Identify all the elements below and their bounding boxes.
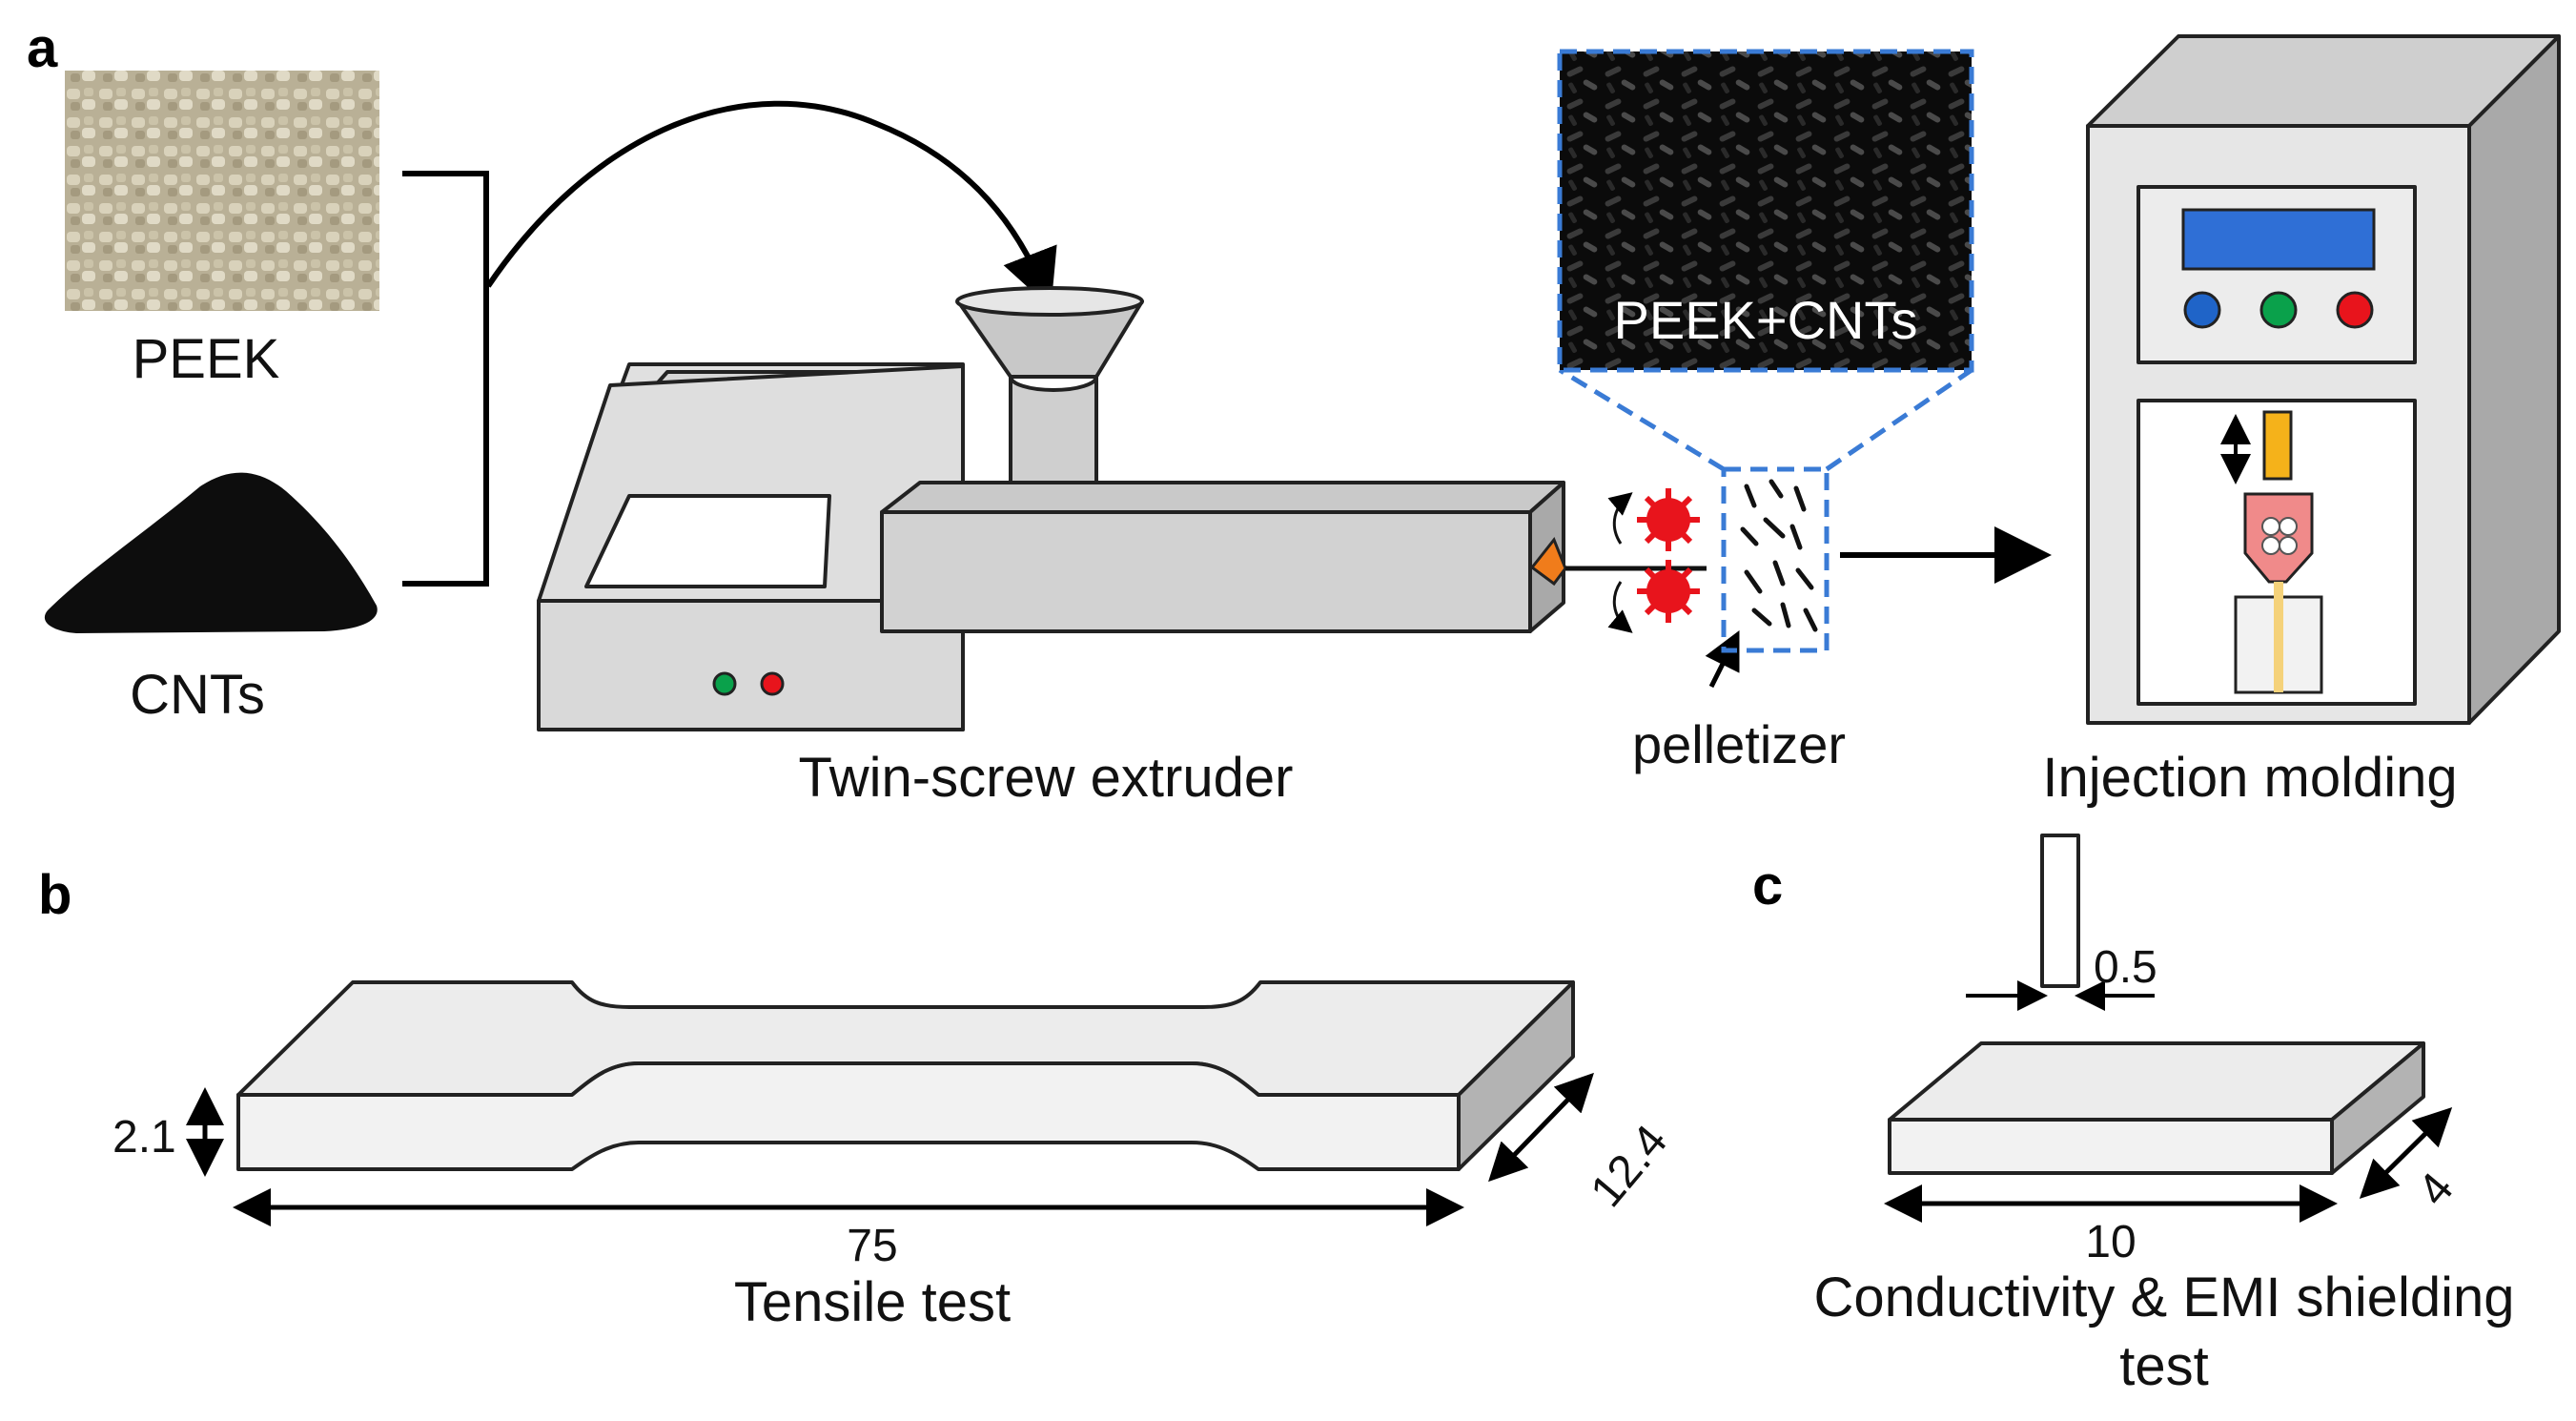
thin-specimen-edge [2040,834,2080,988]
molding-display [2181,208,2376,271]
tensile-thickness-value: 2.1 [112,1112,176,1163]
conductivity-length-value: 10 [2085,1217,2136,1267]
extruder-hopper [955,286,1144,514]
injection-label: Injection molding [2042,747,2457,809]
pelletizer-label: pelletizer [1632,714,1846,774]
tensile-width-value: 12.4 [1582,1116,1678,1217]
composite-label: PEEK+CNTs [1614,290,1918,350]
mold-barrel [2243,492,2314,584]
panel-label-c: c [1752,855,1783,916]
conductivity-width-value: 4 [2408,1164,2464,1216]
panel-label-a: a [27,17,58,79]
molding-blue-button [2183,291,2221,329]
peek-pellets-photo [65,71,379,311]
tensile-length-value: 75 [847,1221,897,1271]
injection-machine [2086,34,2561,725]
cnts-label: CNTs [130,664,265,726]
conductivity-width-arrow [2359,1106,2453,1200]
feed-arrow [485,100,1057,309]
tensile-width-arrow [1488,1072,1594,1183]
molding-red-button [2336,291,2374,329]
material-bracket [402,171,489,587]
conductivity-thickness-value: 0.5 [2094,942,2157,993]
pelletizer-pointer [1705,630,1740,689]
extruder-barrel [880,481,1567,633]
tensile-caption: Tensile test [734,1271,1011,1333]
mold-plunger [2262,410,2293,481]
pelletizer-cutters [1607,488,1700,633]
extruder-red-button [760,671,785,696]
zoom-line-right [1825,367,1973,472]
pellet-fragments [1740,479,1818,632]
molding-green-button [2259,291,2298,329]
extruder-screen [584,494,831,588]
conductivity-specimen [1888,1041,2425,1175]
cnt-powder-pile [44,472,378,633]
conductivity-caption-line1: Conductivity & EMI shielding [1814,1267,2515,1328]
panel-label-b: b [38,864,72,926]
pellets-dashed-box [1721,466,1830,653]
extruder-green-button [712,671,737,696]
peek-label: PEEK [133,328,280,390]
zoom-line-left [1558,367,1726,472]
tensile-specimen [236,980,1575,1171]
extruder-label: Twin-screw extruder [799,747,1294,809]
extruder-control-box [537,362,965,731]
conductivity-caption-line2: test [2119,1335,2209,1397]
composite-pellets-photo [1557,49,1974,373]
